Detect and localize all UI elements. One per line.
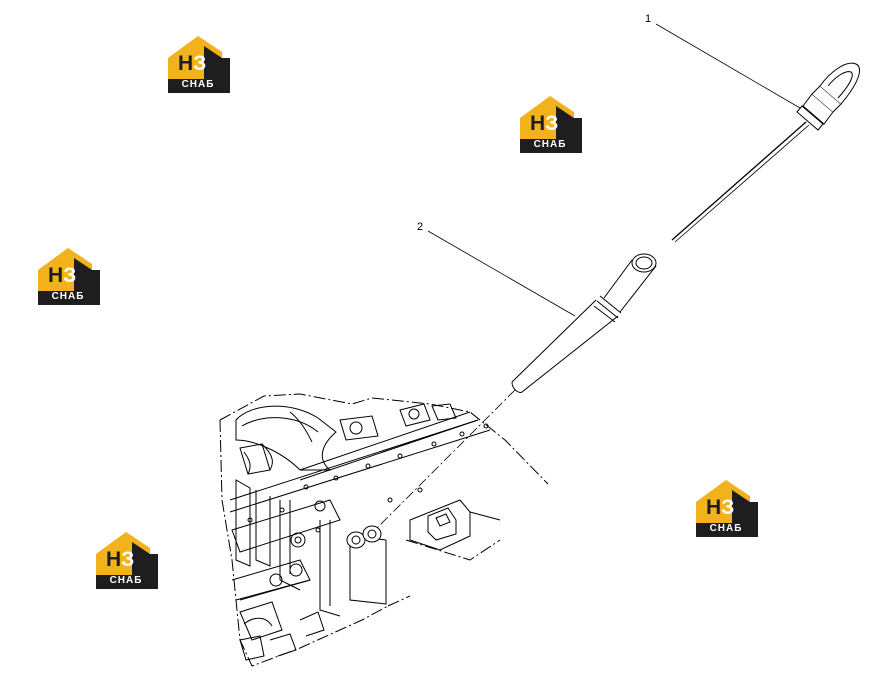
watermark-logo: НЗ СНАБ [168,36,230,94]
guide-tube [511,253,657,393]
callout-1: 1 [645,13,652,25]
logo-word: СНАБ [96,575,156,587]
engine-block [219,393,549,667]
logo-word: СНАБ [696,523,756,535]
logo-letter-1: Н [106,548,122,571]
logo-word: СНАБ [520,139,580,151]
callout-2: 2 [417,221,424,233]
logo-letter-2: З [121,548,135,571]
dipstick [671,62,860,243]
watermark-logo: НЗ СНАБ [520,96,582,154]
logo-letter-2: З [721,496,735,519]
logo-letter-2: З [545,112,559,135]
logo-word: СНАБ [168,79,228,91]
watermark-logo: НЗ СНАБ [38,248,100,306]
watermark-logo: НЗ СНАБ [96,532,158,590]
logo-letter-1: Н [178,52,194,75]
logo-letter-1: Н [706,496,722,519]
assembly-centreline [359,389,516,546]
watermark-logo: НЗ СНАБ [696,480,758,538]
leader-lines [427,23,801,317]
logo-letter-1: Н [530,112,546,135]
logo-letter-2: З [63,264,77,287]
logo-letter-1: Н [48,264,64,287]
logo-word: СНАБ [38,291,98,303]
watermark-logos [38,36,758,589]
logo-letter-2: З [193,52,207,75]
